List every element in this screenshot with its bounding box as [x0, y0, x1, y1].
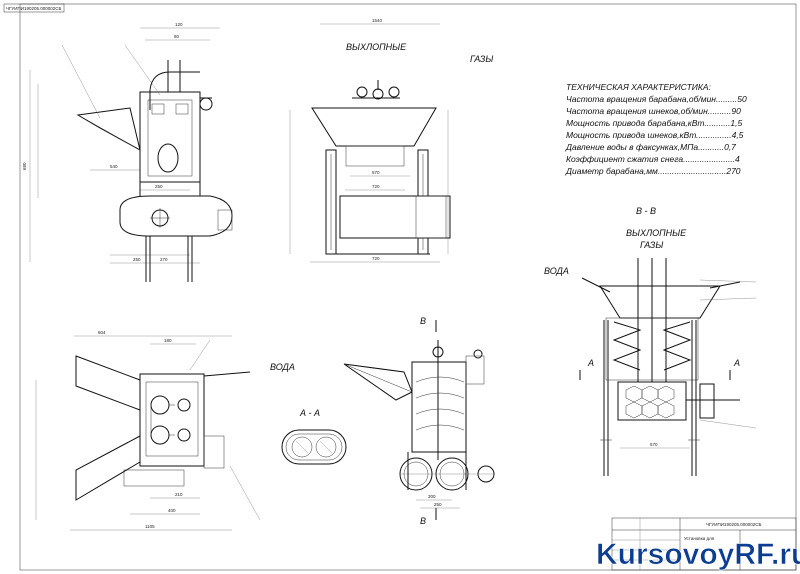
section-aa: А - А — [281, 408, 347, 465]
exhaust-label-line1: ВЫХЛОПНЫЕ — [346, 42, 407, 52]
svg-text:80: 80 — [174, 34, 180, 39]
svg-text:1540: 1540 — [372, 18, 383, 23]
exhaust-bb-line2: ГАЗЫ — [640, 240, 663, 250]
svg-text:300: 300 — [428, 494, 436, 499]
svg-text:720: 720 — [372, 256, 380, 261]
title-designation: ЧГУИПИ190205.000002СБ — [706, 522, 762, 527]
svg-text:120: 120 — [175, 22, 183, 27]
svg-text:720: 720 — [372, 184, 380, 189]
section-bb: В - В ВЫХЛОПНЫЕ ГАЗЫ ВОДА А А 570 — [544, 206, 757, 476]
section-mark-a-left: А — [587, 358, 594, 368]
side-view: 120 80 540 250 250 270 680 — [22, 22, 233, 282]
section-bb-title: В - В — [636, 206, 656, 216]
title-name: Установка для — [684, 536, 715, 541]
plan-view: 604 180 1105 400 210 ВОДА — [35, 330, 295, 531]
watermark: KursovoyRF.ru — [596, 538, 800, 572]
exhaust-bb-line1: ВЫХЛОПНЫЕ — [626, 228, 687, 238]
svg-text:180: 180 — [164, 338, 172, 343]
svg-text:570: 570 — [650, 442, 658, 447]
side-section-view: В В 300 250 — [343, 316, 495, 526]
sheet-frame — [19, 3, 797, 571]
svg-text:680: 680 — [22, 162, 27, 170]
svg-text:250: 250 — [133, 257, 141, 262]
svg-text:604: 604 — [98, 330, 106, 335]
spec-line-2: Частота вращения шнеков,об/мин..........… — [566, 106, 741, 116]
spec-line-7: Диаметр барабана,мм.....................… — [565, 166, 741, 176]
section-mark-a-right: А — [733, 358, 740, 368]
section-mark-bottom: В — [420, 516, 426, 526]
water-label-plan: ВОДА — [270, 362, 295, 372]
svg-text:540: 540 — [110, 164, 118, 169]
svg-text:400: 400 — [168, 508, 176, 513]
spec-line-6: Коэффициент сжатия снега................… — [566, 154, 740, 164]
section-mark-top: В — [420, 316, 426, 326]
spec-line-5: Давление воды в факсунках,МПа...........… — [565, 142, 736, 152]
svg-text:250: 250 — [155, 184, 163, 189]
svg-text:210: 210 — [175, 492, 183, 497]
tech-specs: ТЕХНИЧЕСКАЯ ХАРАКТЕРИСТИКА: Частота вращ… — [565, 82, 747, 176]
watermark-text: KursovoyRF.ru — [596, 538, 800, 571]
svg-text:570: 570 — [372, 170, 380, 175]
specs-title: ТЕХНИЧЕСКАЯ ХАРАКТЕРИСТИКА: — [566, 82, 712, 92]
svg-text:1105: 1105 — [145, 524, 155, 529]
section-aa-label: А - А — [299, 408, 320, 418]
svg-text:270: 270 — [160, 257, 168, 262]
title-block: ЧГУИПИ190205.000002СБ Установка для — [611, 517, 797, 571]
spec-line-1: Частота вращения барабана,об/мин........… — [566, 94, 747, 104]
stamp-code: ЧГУИПИ190205.000002СБ — [6, 6, 62, 11]
stamp-box — [3, 3, 65, 13]
front-view: 1540 ВЫХЛОПНЫЕ ГАЗЫ 720 570 720 — [289, 18, 493, 263]
water-label-bb: ВОДА — [544, 266, 569, 276]
spec-line-3: Мощность привода барабана,кВт...........… — [566, 118, 742, 128]
svg-text:250: 250 — [434, 502, 442, 507]
spec-line-4: Мощность привода шнеков,кВт.............… — [566, 130, 744, 140]
exhaust-label-line2: ГАЗЫ — [470, 54, 493, 64]
